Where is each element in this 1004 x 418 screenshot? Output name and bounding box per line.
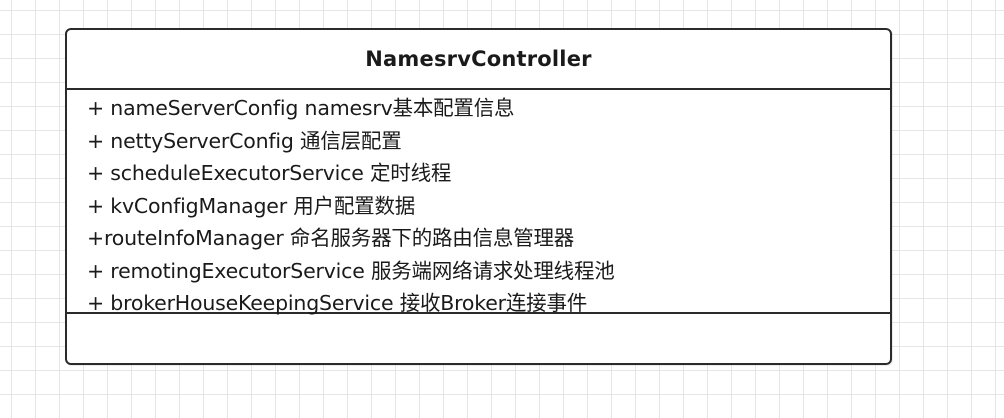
uml-class-box[interactable]: NamesrvController + nameServerConfig nam… [65,28,892,365]
class-name-compartment: NamesrvController [67,30,890,90]
attribute-netty-server-config: + nettyServerConfig 通信层配置 [87,128,402,153]
attribute-schedule-executor-service: + scheduleExecutorService 定时线程 [87,161,452,185]
class-name: NamesrvController [365,47,592,71]
attributes-compartment: + nameServerConfig namesrv基本配置信息 + netty… [67,90,890,315]
methods-compartment [67,314,890,363]
attribute-name-server-config: + nameServerConfig namesrv基本配置信息 [87,96,515,120]
attribute-remoting-executor-service: + remotingExecutorService 服务端网络请求处理线程池 [87,258,615,283]
attribute-route-info-manager: +routeInfoManager 命名服务器下的路由信息管理器 [87,226,575,250]
attribute-broker-housekeeping-service: + brokerHouseKeepingService 接收Broker连接事件 [87,291,588,315]
attribute-kv-config-manager: + kvConfigManager 用户配置数据 [87,193,416,218]
